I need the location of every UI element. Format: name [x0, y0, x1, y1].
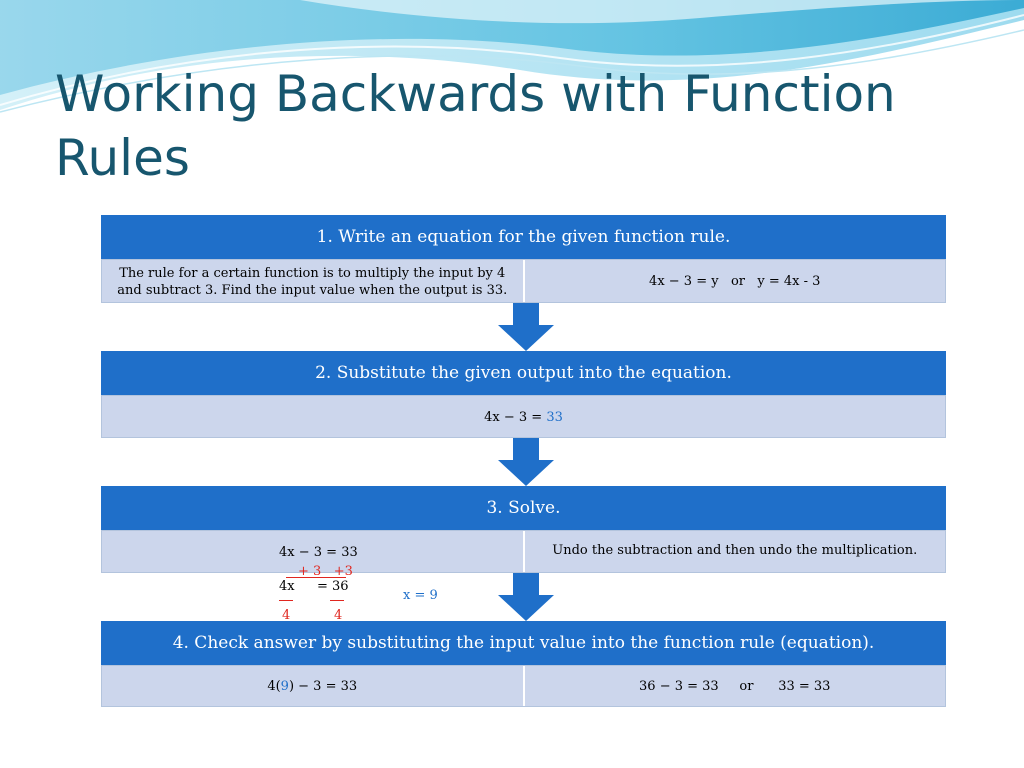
step3-work-cell — [102, 531, 523, 572]
step1-equation-cell: 4x − 3 = y or y = 4x - 3 — [522, 260, 945, 302]
step3-solution: x = 9 — [403, 588, 438, 603]
step4-result-cell: 36 − 3 = 33 or 33 = 33 — [522, 666, 945, 706]
step3-underline — [286, 577, 346, 578]
down-arrow-icon — [498, 573, 554, 621]
step4-row: 4(9) − 3 = 33 36 − 3 = 33 or 33 = 33 — [101, 665, 946, 707]
down-arrow-icon — [498, 438, 554, 486]
step3-line2-left: 4x — [279, 579, 295, 594]
step2-equation-prefix: 4x − 3 = — [484, 410, 547, 425]
step2-output-value: 33 — [546, 410, 563, 425]
step1-problem-line2: and subtract 3. Find the input value whe… — [117, 283, 508, 298]
step4-check-cell: 4(9) − 3 = 33 — [102, 666, 523, 706]
step1-problem-line1: The rule for a certain function is to mu… — [119, 266, 506, 281]
step3-divisor-right: 4 — [334, 608, 343, 623]
step3-explanation: Undo the subtraction and then undo the m… — [522, 531, 945, 572]
step1-header: 1. Write an equation for the given funct… — [101, 215, 946, 259]
step3-header: 3. Solve. — [101, 486, 946, 530]
step1-problem-cell: The rule for a certain function is to mu… — [102, 260, 523, 302]
down-arrow-icon — [498, 303, 554, 351]
step1-row: The rule for a certain function is to mu… — [101, 259, 946, 303]
step3-fraction-bar-right — [330, 600, 344, 601]
step2-row: 4x − 3 = 33 — [101, 395, 946, 438]
step4-header: 4. Check answer by substituting the inpu… — [101, 621, 946, 665]
page-title: Working Backwards with Function Rules — [55, 65, 896, 187]
decorative-wave-banner — [0, 0, 1024, 113]
step3-line2-right: = 36 — [317, 579, 349, 594]
step3-fraction-bar-left — [279, 600, 293, 601]
step2-equation-cell: 4x − 3 = 33 — [102, 396, 945, 437]
step3-divisor-left: 4 — [282, 608, 291, 623]
step3-add-line: + 3 +3 — [298, 564, 353, 579]
step3-line1: 4x − 3 = 33 — [279, 545, 358, 560]
step4-check-prefix: 4( — [267, 679, 281, 694]
step3-row: Undo the subtraction and then undo the m… — [101, 530, 946, 573]
step4-check-value: 9 — [280, 679, 289, 694]
step2-header: 2. Substitute the given output into the … — [101, 351, 946, 395]
step4-check-suffix: ) − 3 = 33 — [288, 679, 358, 694]
